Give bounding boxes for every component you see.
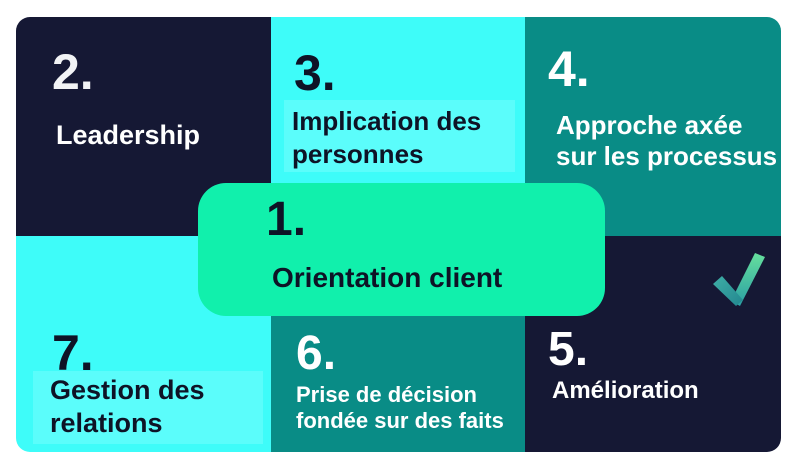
- principle-number: 4.: [548, 41, 590, 97]
- principle-number: 6.: [296, 327, 337, 380]
- principle-card-leadership: 2. Leadership: [16, 17, 271, 236]
- principle-label: Leadership: [56, 120, 201, 150]
- label-line-2: relations: [50, 408, 163, 438]
- label-line-1: Implication des: [292, 106, 482, 136]
- checkmark-long-stroke: [731, 253, 765, 306]
- label-line-2: fondée sur des faits: [296, 408, 504, 433]
- checkmark-short-stroke: [713, 276, 743, 306]
- brand-checkmark-icon: [712, 252, 766, 306]
- principle-number: 2.: [52, 44, 94, 100]
- principle-card-orientation-client: 1. Orientation client: [198, 183, 605, 316]
- label-line-1: Prise de décision: [296, 382, 477, 407]
- label-line-2: personnes: [292, 139, 424, 169]
- label-highlight: [33, 371, 263, 444]
- label-line-1: Gestion des: [50, 375, 205, 405]
- principle-number: 1.: [266, 193, 307, 246]
- principle-label: Amélioration: [552, 377, 699, 404]
- label-line-2: sur les processus: [556, 141, 778, 171]
- label-line-1: Approche axée: [556, 110, 743, 140]
- principle-label: Orientation client: [272, 262, 503, 293]
- principle-number: 7.: [52, 325, 94, 381]
- principle-number: 5.: [548, 323, 589, 376]
- principle-number: 3.: [294, 45, 336, 101]
- label-highlight: [284, 100, 515, 172]
